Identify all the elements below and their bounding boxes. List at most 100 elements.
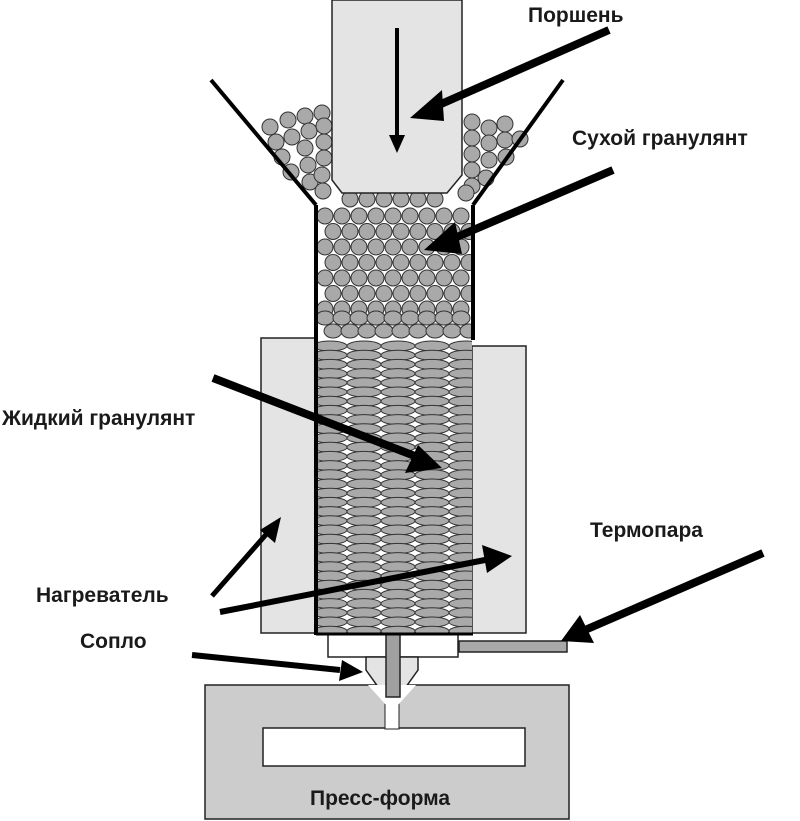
granule: [392, 254, 410, 271]
melted-granule: [380, 588, 416, 600]
granule: [300, 122, 318, 140]
melted-granule: [414, 552, 450, 564]
granule: [384, 269, 402, 287]
melted-granule: [316, 386, 348, 398]
melted-granule: [380, 607, 416, 619]
granule: [316, 269, 334, 287]
granule: [341, 254, 359, 271]
granule: [341, 285, 359, 302]
melted-granule: [380, 478, 416, 490]
melted-granule: [346, 478, 382, 490]
melted-granule: [346, 377, 382, 389]
nozzle-rod: [385, 632, 401, 698]
granule: [463, 113, 481, 131]
label-nozzle: Сопло: [80, 630, 147, 653]
melted-granule: [451, 310, 471, 326]
melted-granule: [316, 404, 348, 416]
melted-granule: [380, 395, 416, 407]
granule: [384, 207, 402, 225]
melted-granule: [414, 377, 450, 389]
melted-granule: [346, 607, 382, 619]
melted-granule: [346, 515, 382, 527]
granule: [350, 207, 368, 225]
melted-granule: [380, 533, 416, 545]
melted-granule: [316, 460, 348, 472]
melted-granule: [316, 533, 348, 545]
melted-granule: [316, 469, 348, 481]
melted-granule: [346, 616, 382, 628]
granule: [324, 285, 342, 302]
melted-granule: [366, 310, 386, 326]
melted-granule: [408, 323, 428, 339]
melted-granule: [316, 340, 348, 352]
arrow-thermo-head: [561, 615, 594, 643]
melted-granule: [414, 469, 450, 481]
granule: [401, 207, 419, 225]
melted-granule: [346, 506, 382, 518]
melted-granule: [346, 496, 382, 508]
mold-cavity: [262, 727, 526, 767]
granule: [463, 145, 481, 163]
melted-granule: [316, 515, 348, 527]
melted-granule: [346, 395, 382, 407]
granule: [350, 269, 368, 287]
melted-granule: [346, 460, 382, 472]
melted-granule: [316, 441, 348, 453]
granule: [418, 207, 436, 225]
melted-granule: [316, 570, 348, 582]
melted-granule: [316, 450, 348, 462]
melted-granule: [414, 607, 450, 619]
melted-granule: [380, 506, 416, 518]
arrow-nozzle-shaft: [191, 652, 341, 673]
melted-granule: [346, 358, 382, 370]
melted-granule: [414, 414, 450, 426]
melted-granule: [346, 404, 382, 416]
melted-granule: [414, 423, 450, 435]
melted-granule: [391, 323, 411, 339]
granule: [315, 117, 333, 135]
melted-granule: [374, 323, 394, 339]
granule: [452, 207, 470, 225]
granule: [375, 223, 393, 240]
granule: [315, 133, 333, 151]
melted-granule: [414, 616, 450, 628]
granule: [435, 207, 453, 225]
granule: [316, 207, 334, 225]
label-piston: Поршень: [528, 4, 624, 27]
granule: [480, 134, 498, 152]
melted-granule: [346, 542, 382, 554]
melted-granule: [346, 524, 382, 536]
melted-granule: [316, 349, 348, 361]
granule: [401, 238, 419, 256]
melted-granule: [414, 340, 450, 352]
granule: [333, 269, 351, 287]
granule: [324, 223, 342, 240]
melted-granule: [346, 561, 382, 573]
granule: [409, 285, 427, 302]
granule: [426, 254, 444, 271]
melted-granule: [316, 607, 348, 619]
granule: [375, 285, 393, 302]
melted-granule: [316, 506, 348, 518]
arrow-heater2-head: [482, 545, 512, 573]
melted-granule: [346, 368, 382, 380]
granule: [409, 254, 427, 271]
melted-granule: [414, 404, 450, 416]
melted-granule: [414, 515, 450, 527]
melted-granule: [417, 310, 437, 326]
granule: [315, 149, 333, 167]
melted-granule: [346, 598, 382, 610]
melted-granule: [380, 524, 416, 536]
melted-granule: [414, 588, 450, 600]
melted-granule: [346, 386, 382, 398]
piston-motion-arrow-head: [389, 135, 405, 153]
arrow-liquid-head: [405, 445, 442, 473]
granule: [296, 107, 314, 125]
melted-granule: [316, 310, 335, 326]
melted-granule: [316, 552, 348, 564]
melted-granule: [414, 496, 450, 508]
hopper-granules: [261, 104, 529, 208]
granule: [358, 223, 376, 240]
melted-granule: [357, 323, 377, 339]
melted-granule: [323, 323, 343, 339]
